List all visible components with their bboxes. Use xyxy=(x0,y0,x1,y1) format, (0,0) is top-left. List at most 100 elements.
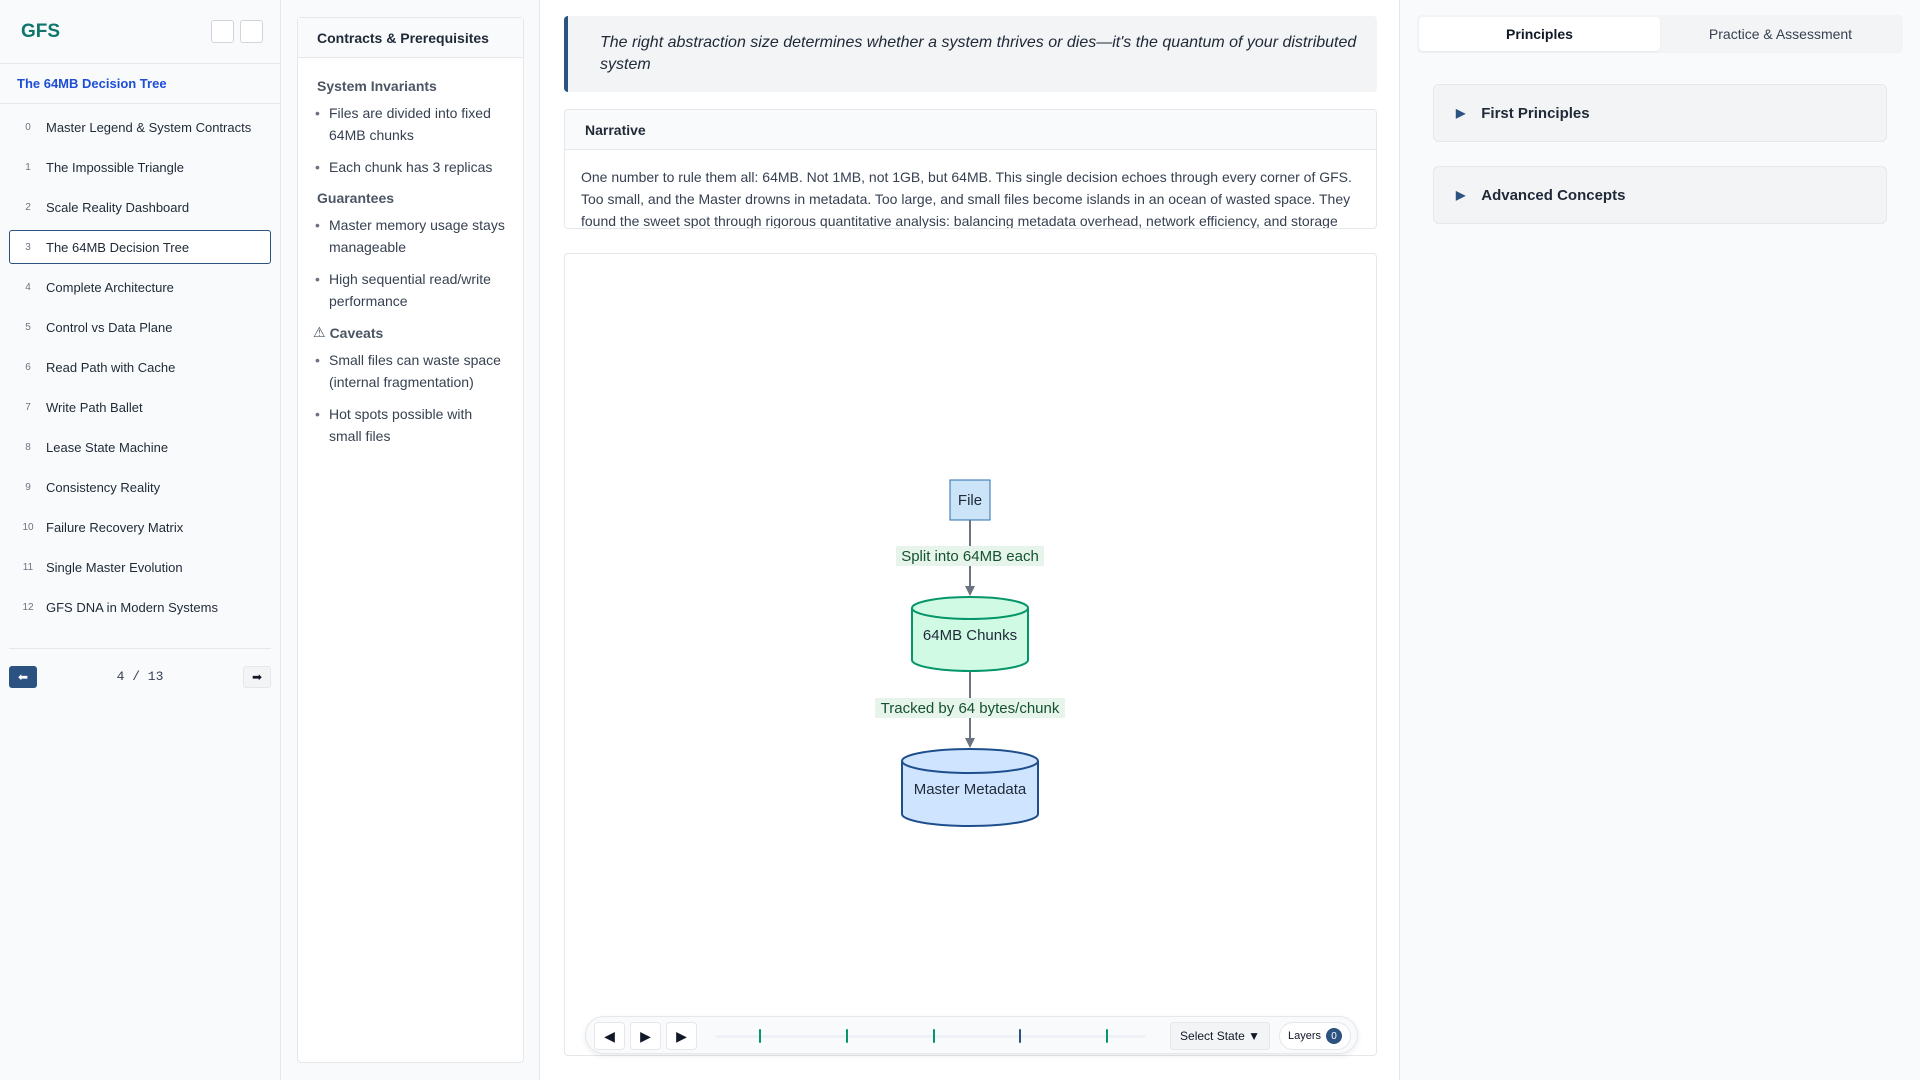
sidebar-tools xyxy=(211,20,263,43)
tab-principles[interactable]: Principles xyxy=(1419,17,1660,51)
sidebar-item-label: Consistency Reality xyxy=(46,479,161,495)
accordion-label: First Principles xyxy=(1481,104,1590,122)
timeline-marker[interactable] xyxy=(1106,1029,1108,1043)
right-panel: Principles Practice & Assessment ▶ First… xyxy=(1400,0,1920,1080)
sidebar-item[interactable]: 5 Control vs Data Plane xyxy=(9,310,271,344)
sidebar-item[interactable]: 10 Failure Recovery Matrix xyxy=(9,510,271,544)
expand-arrow-icon: ▶ xyxy=(1456,106,1466,120)
sidebar-item[interactable]: 0 Master Legend & System Contracts xyxy=(9,110,271,144)
sidebar-item[interactable]: 3 The 64MB Decision Tree xyxy=(9,230,271,264)
prev-page-button[interactable]: ⬅ xyxy=(9,666,37,688)
sidebar-item-label: Read Path with Cache xyxy=(46,359,176,375)
step-back-button[interactable]: ◀ xyxy=(594,1022,625,1050)
sidebar-header: GFS xyxy=(0,0,280,64)
edge-file-to-chunks: Split into 64MB each xyxy=(896,520,1044,596)
contract-section-title: Guarantees xyxy=(317,190,395,206)
svg-text:64MB Chunks: 64MB Chunks xyxy=(923,627,1017,644)
sidebar-item-label: Control vs Data Plane xyxy=(46,319,173,335)
sidebar-item-label: Single Master Evolution xyxy=(46,559,183,575)
sidebar-item[interactable]: 9 Consistency Reality xyxy=(9,470,271,504)
contract-list: Files are divided into fixed 64MB chunks… xyxy=(313,102,508,178)
sidebar-item-number: 12 xyxy=(22,601,34,613)
timeline-marker[interactable] xyxy=(933,1029,935,1043)
sidebar-item-label: Scale Reality Dashboard xyxy=(46,199,190,215)
layers-button[interactable]: Layers 0 xyxy=(1279,1022,1351,1050)
sidebar-nav: 0 Master Legend & System Contracts 1 The Im… xyxy=(0,104,280,624)
contract-item: Master memory usage stays manageable xyxy=(313,214,508,258)
sidebar-item[interactable]: 11 Single Master Evolution xyxy=(9,550,271,584)
svg-text:Split into 64MB each: Split into 64MB each xyxy=(901,548,1039,565)
timeline-marker[interactable] xyxy=(759,1029,761,1043)
expand-icon[interactable] xyxy=(211,20,234,43)
contracts-column: Contracts & Prerequisites System Invaria… xyxy=(281,0,540,1080)
contracts-body: System InvariantsFiles are divided into … xyxy=(298,58,523,465)
accordion-advanced-concepts[interactable]: ▶ Advanced Concepts xyxy=(1433,166,1887,224)
contract-section-heading: System Invariants xyxy=(313,78,508,94)
contracts-header: Contracts & Prerequisites xyxy=(298,18,523,58)
svg-text:File: File xyxy=(958,492,982,509)
contracts-title: Contracts & Prerequisites xyxy=(317,29,489,46)
tab-practice-assessment[interactable]: Practice & Assessment xyxy=(1708,26,1853,42)
contract-section-heading: Guarantees xyxy=(313,190,508,206)
collapse-icon[interactable] xyxy=(240,20,263,43)
sidebar-item-number: 2 xyxy=(25,201,31,213)
sidebar-item-label: The 64MB Decision Tree xyxy=(46,239,190,255)
contract-section-title: System Invariants xyxy=(317,78,437,94)
flow-diagram: File Split into 64MB each 64MB Chunks Tr… xyxy=(875,479,1065,827)
layers-label: Layers xyxy=(1287,1030,1322,1042)
sidebar-item-number: 8 xyxy=(25,441,31,453)
quote-text: The right abstraction size determines wh… xyxy=(600,34,1357,73)
sidebar-item-label: The Impossible Triangle xyxy=(46,159,185,175)
sidebar: GFS The 64MB Decision Tree 0 Master Legen… xyxy=(0,0,281,1080)
brand[interactable]: GFS xyxy=(17,21,60,43)
timeline-marker-current[interactable] xyxy=(1019,1029,1021,1043)
contract-section-title: Caveats xyxy=(329,324,384,341)
timeline-marker[interactable] xyxy=(846,1029,848,1043)
brand-name: GFS xyxy=(21,20,61,42)
contract-item: Files are divided into fixed 64MB chunks xyxy=(313,102,508,146)
play-button[interactable]: ▶ xyxy=(630,1022,661,1050)
contract-item: Small files can waste space (internal fr… xyxy=(313,349,508,393)
sidebar-item-number: 9 xyxy=(25,481,31,493)
file-node[interactable]: File xyxy=(949,479,991,521)
page-counter: 4 / 13 xyxy=(116,669,164,684)
sidebar-item-number: 7 xyxy=(25,401,31,413)
sidebar-item-number: 0 xyxy=(25,121,31,133)
accordion-first-principles[interactable]: ▶ First Principles xyxy=(1433,84,1887,142)
sidebar-item-number: 11 xyxy=(22,561,34,573)
next-page-button[interactable]: ➡ xyxy=(243,666,271,688)
warning-icon: ⚠ xyxy=(313,324,326,340)
sidebar-item-number: 10 xyxy=(22,521,34,533)
select-state-dropdown[interactable]: Select State ▼ xyxy=(1170,1022,1270,1050)
step-forward-button[interactable]: ▶ xyxy=(666,1022,697,1050)
narrative-text: One number to rule them all: 64MB. Not 1… xyxy=(581,169,1352,229)
sidebar-item-label: Master Legend & System Contracts xyxy=(46,119,252,135)
sidebar-item-number: 4 xyxy=(25,281,31,293)
sidebar-item-number: 1 xyxy=(25,161,31,173)
tab-bar: Principles Practice & Assessment xyxy=(1417,15,1903,53)
contract-section-heading: ⚠Caveats xyxy=(313,324,508,341)
edge-chunks-to-master: Tracked by 64 bytes/chunk xyxy=(875,672,1065,748)
sidebar-item[interactable]: 1 The Impossible Triangle xyxy=(9,150,271,184)
master-metadata-node[interactable]: Master Metadata xyxy=(901,748,1039,827)
sidebar-item-label: Failure Recovery Matrix xyxy=(46,519,184,535)
timeline-track[interactable] xyxy=(716,1029,1146,1043)
narrative-panel: Narrative One number to rule them all: 6… xyxy=(564,109,1377,229)
sidebar-item-number: 5 xyxy=(25,321,31,333)
contract-item: Hot spots possible with small files xyxy=(313,403,508,447)
expand-arrow-icon: ▶ xyxy=(1456,188,1466,202)
playback-controls: ◀ ▶ ▶ Select State ▼ Layers 0 xyxy=(585,1016,1358,1054)
current-section-title[interactable]: The 64MB Decision Tree xyxy=(0,64,280,104)
narrative-header[interactable]: Narrative xyxy=(565,110,1376,150)
chunks-node[interactable]: 64MB Chunks xyxy=(911,596,1029,672)
contract-item: Each chunk has 3 replicas xyxy=(313,156,508,178)
sidebar-item[interactable]: 2 Scale Reality Dashboard xyxy=(9,190,271,224)
key-quote: The right abstraction size determines wh… xyxy=(564,16,1377,92)
sidebar-item-number: 3 xyxy=(25,241,31,253)
contracts-panel: Contracts & Prerequisites System Invaria… xyxy=(297,17,524,1063)
